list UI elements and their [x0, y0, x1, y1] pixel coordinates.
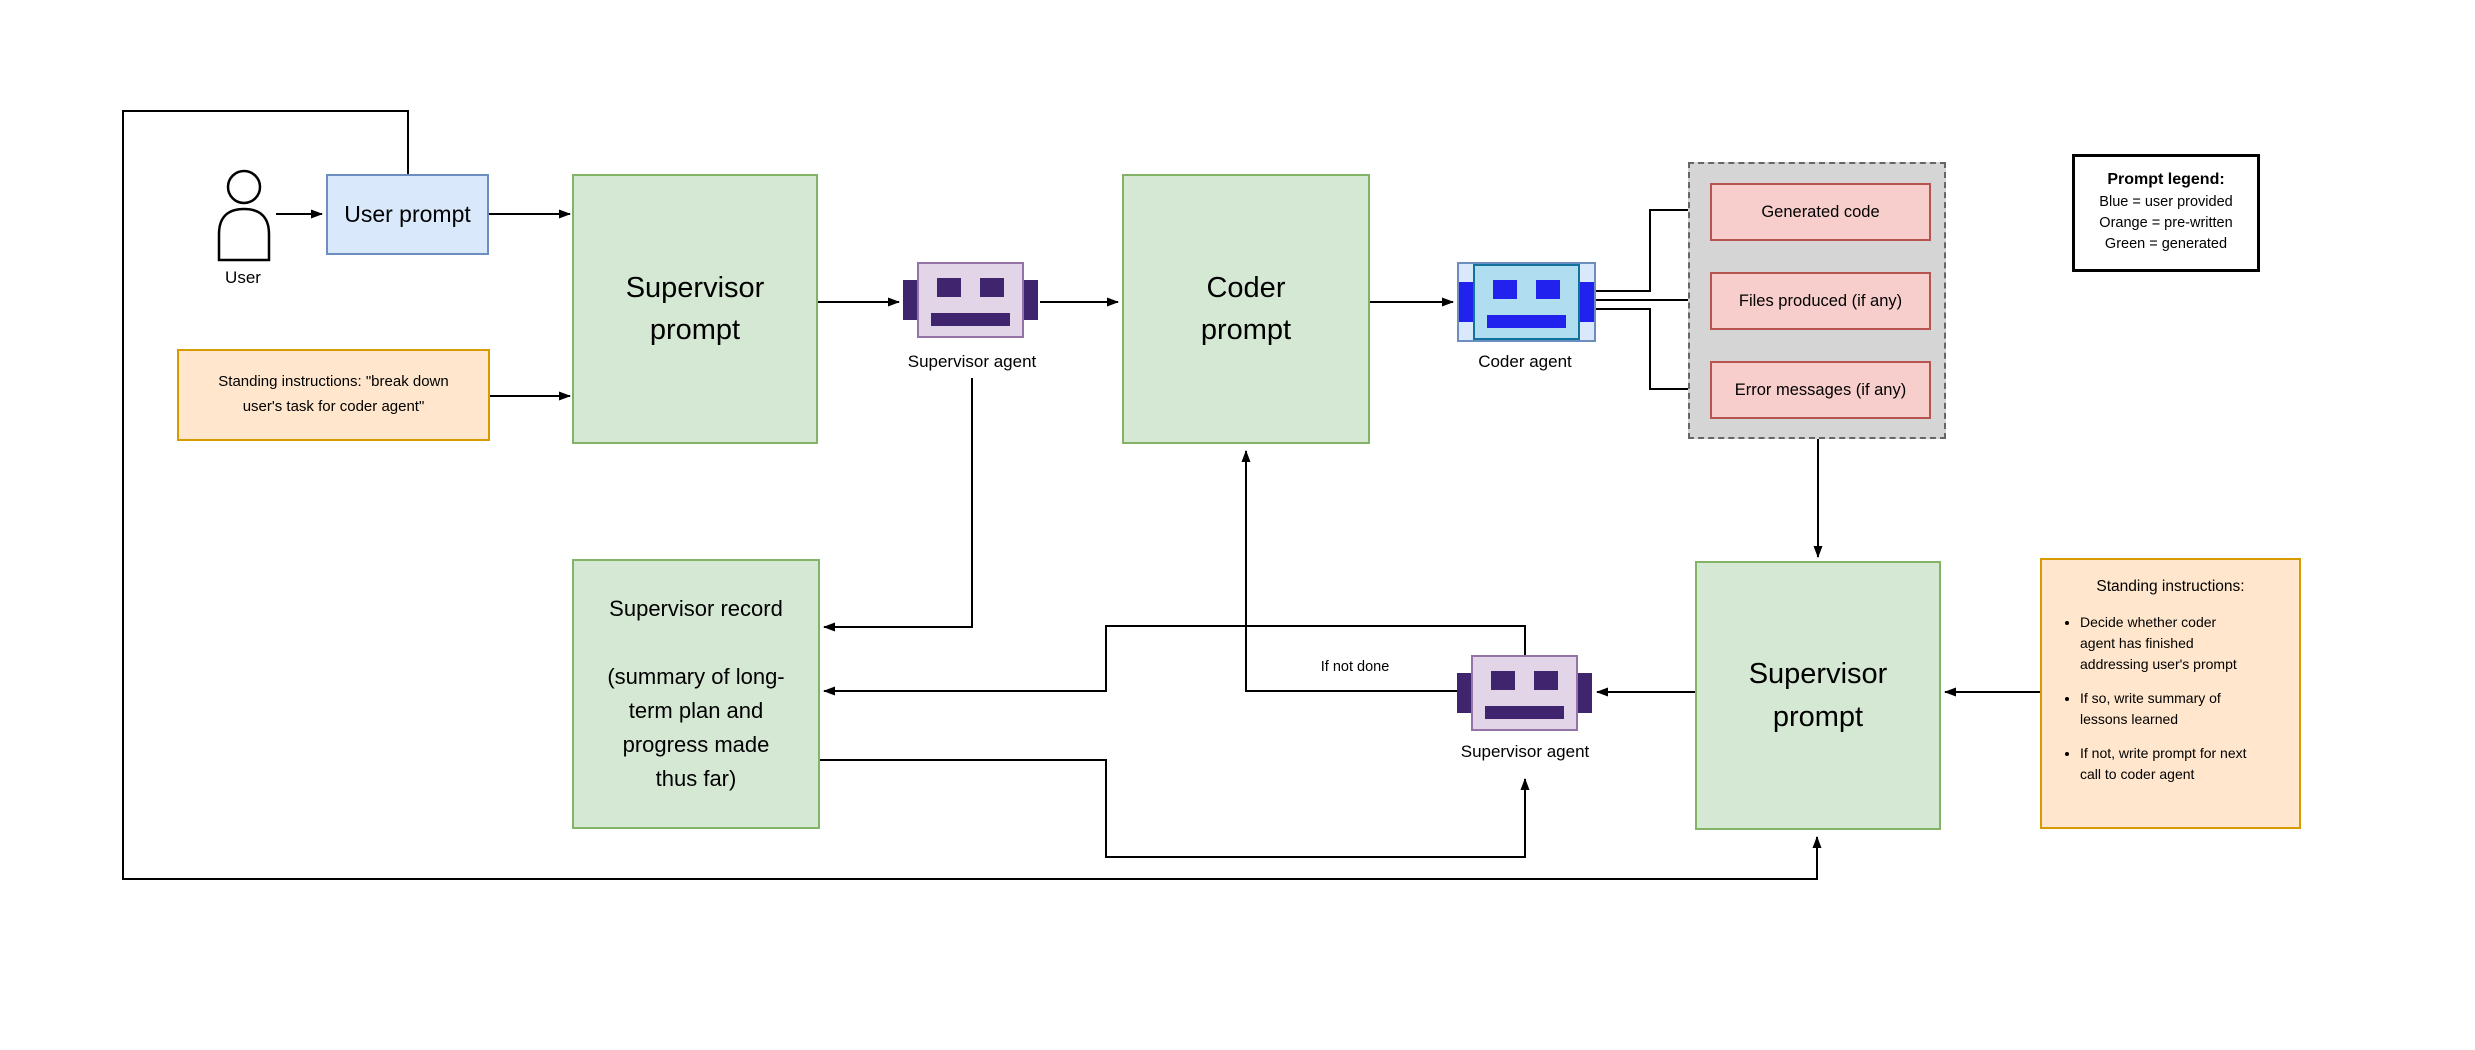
- supervisor-prompt-right-box: Supervisor prompt: [1695, 561, 1941, 830]
- if-not-done-label: If not done: [1320, 659, 1390, 675]
- supervisor-agent-top-icon: [903, 262, 1038, 338]
- edge-supervisor-agent-top-to-record: [823, 378, 973, 632]
- standing-instructions-left-box: Standing instructions: "break down user'…: [177, 349, 490, 441]
- robot-ear-icon: [1579, 282, 1594, 322]
- robot-mouth-icon: [1487, 315, 1566, 328]
- user-label: User: [225, 268, 261, 287]
- coder-prompt-box: Coder prompt: [1122, 174, 1370, 444]
- robot-eye-icon: [1536, 280, 1560, 299]
- robot-mouth-icon: [1485, 706, 1564, 719]
- user-prompt-box: User prompt: [326, 174, 489, 255]
- robot-eye-icon: [980, 278, 1004, 297]
- list-item: If not, write prompt for next call to co…: [2080, 743, 2291, 785]
- legend-entry-blue: Blue = user provided: [2099, 194, 2233, 210]
- robot-eye-icon: [1493, 280, 1517, 299]
- legend-entry-orange: Orange = pre-written: [2099, 215, 2233, 231]
- robot-ear-icon: [1457, 673, 1472, 713]
- robot-eye-icon: [1491, 671, 1515, 690]
- robot-eye-icon: [937, 278, 961, 297]
- supervisor-record-box: Supervisor record (summary of long- term…: [572, 559, 820, 829]
- legend-title: Prompt legend:: [2107, 171, 2225, 188]
- prompt-legend: Prompt legend: Blue = user provided Oran…: [2072, 154, 2260, 272]
- output-files-produced: Files produced (if any): [1710, 272, 1931, 330]
- edge-supervisor-agent-bottom-to-record: [823, 625, 1526, 696]
- robot-head-icon: [917, 262, 1024, 338]
- legend-entry-green: Green = generated: [2104, 236, 2228, 252]
- standing-instructions-right-list: Decide whether coder agent has finished …: [2050, 612, 2291, 785]
- robot-eye-icon: [1534, 671, 1558, 690]
- output-error-messages: Error messages (if any): [1710, 361, 1931, 419]
- robot-mouth-icon: [931, 313, 1010, 326]
- supervisor-prompt-left-box: Supervisor prompt: [572, 174, 818, 444]
- coder-agent-label: Coder agent: [1478, 352, 1572, 371]
- list-item: Decide whether coder agent has finished …: [2080, 612, 2291, 675]
- output-generated-code: Generated code: [1710, 183, 1931, 241]
- robot-ear-icon: [1459, 282, 1474, 322]
- robot-head-icon: [1471, 655, 1578, 731]
- robot-ear-icon: [903, 280, 918, 320]
- edge-user-prompt-loop-to-supervisor-prompt-right: [122, 110, 1822, 880]
- supervisor-agent-bottom-icon: [1457, 655, 1592, 731]
- supervisor-record-detail: (summary of long- term plan and progress…: [607, 663, 785, 792]
- standing-instructions-right-title: Standing instructions:: [2096, 578, 2245, 595]
- supervisor-record-title: Supervisor record: [609, 595, 783, 621]
- edge-record-to-supervisor-agent-bottom: [820, 759, 1530, 858]
- supervisor-agent-bottom-label: Supervisor agent: [1460, 742, 1590, 761]
- list-item: If so, write summary of lessons learned: [2080, 688, 2291, 730]
- edge-coder-agent-to-error-messages: [1592, 308, 1705, 394]
- user-icon: [217, 169, 271, 262]
- robot-ear-icon: [1577, 673, 1592, 713]
- supervisor-agent-top-label: Supervisor agent: [907, 352, 1037, 371]
- standing-instructions-right-box: Standing instructions: Decide whether co…: [2040, 558, 2301, 829]
- robot-ear-icon: [1023, 280, 1038, 320]
- coder-outputs-group: Generated code Files produced (if any) E…: [1688, 162, 1946, 439]
- edge-coder-agent-to-generated-code: [1592, 205, 1705, 292]
- coder-agent-icon: [1457, 262, 1596, 342]
- edge-if-not-done-to-coder-prompt: [1241, 450, 1458, 692]
- robot-head-icon: [1473, 264, 1580, 340]
